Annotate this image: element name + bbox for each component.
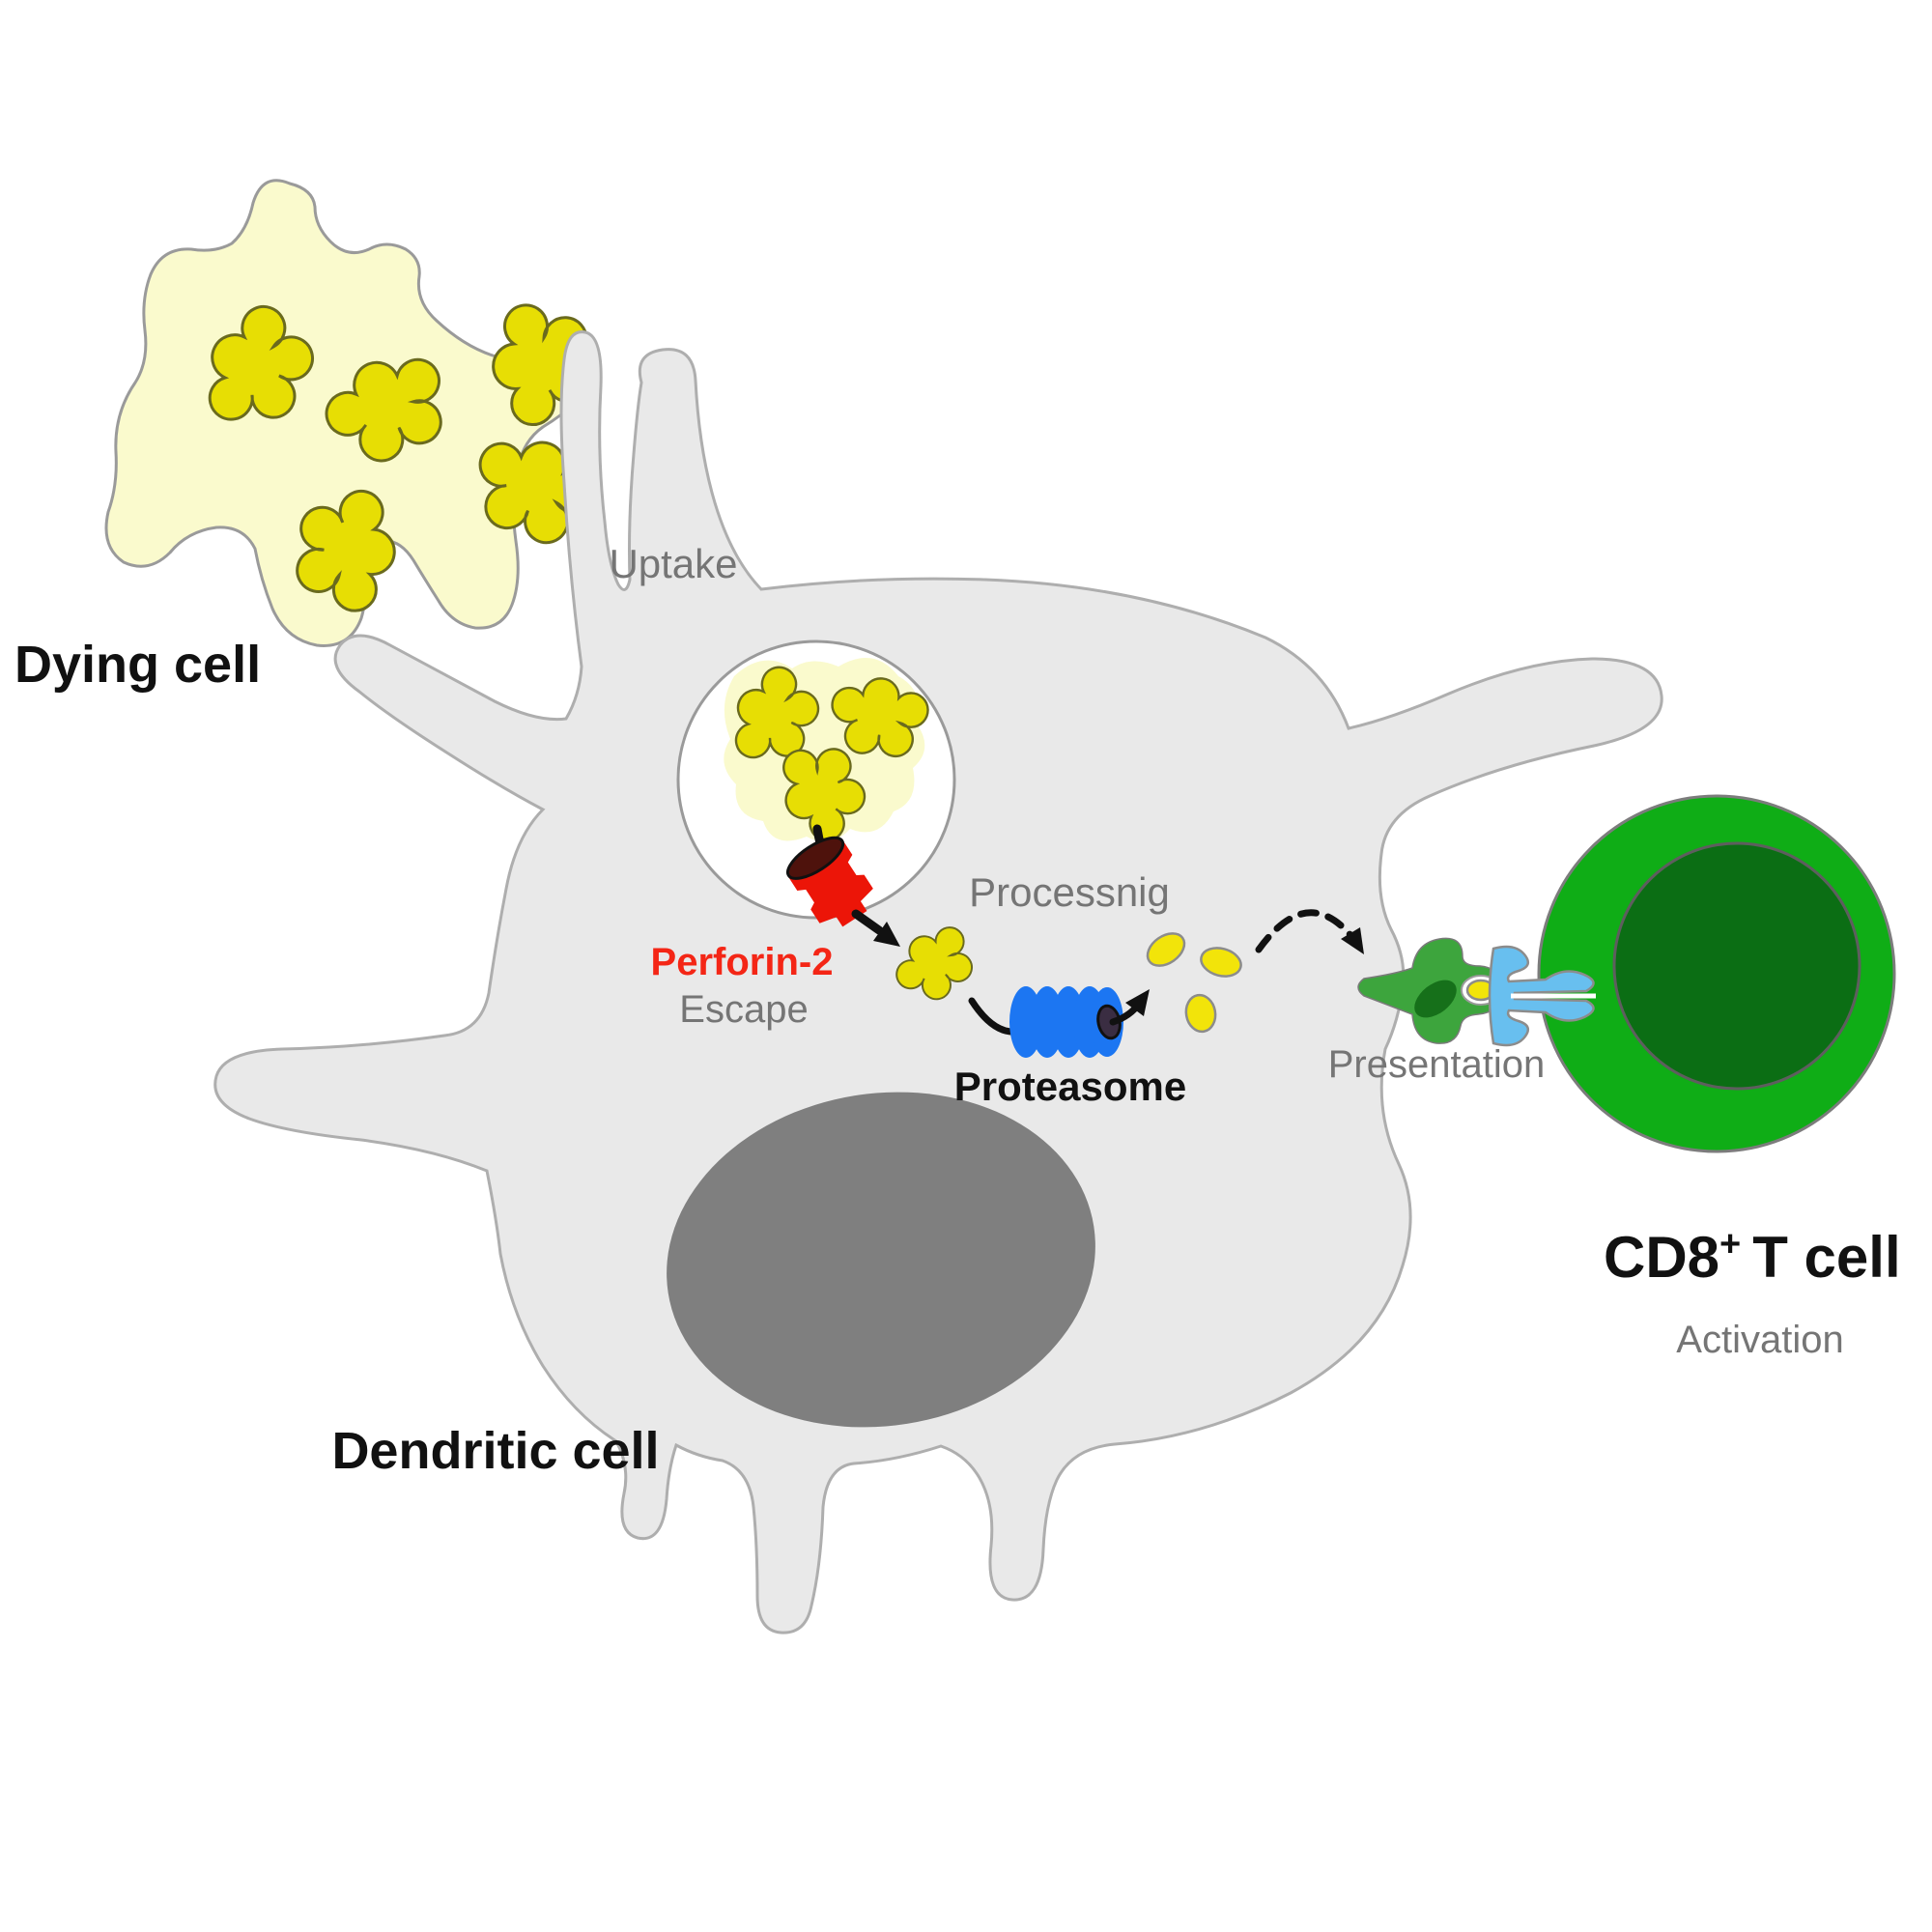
label-escape: Escape: [679, 988, 808, 1031]
peptide: [1146, 932, 1186, 967]
label-processing: Processnig: [969, 869, 1170, 915]
cd8-rest: T cell: [1752, 1225, 1900, 1290]
perforin-opening: [785, 836, 845, 880]
peptides: [1146, 932, 1242, 1034]
label-cd8-t-cell: CD8+ T cell: [1604, 1224, 1901, 1290]
perforin-pore-icon: [785, 836, 873, 927]
label-activation: Activation: [1676, 1319, 1843, 1361]
label-dendritic-cell: Dendritic cell: [331, 1422, 659, 1480]
transfer-arrowhead: [1341, 927, 1364, 954]
label-presentation: Presentation: [1328, 1043, 1546, 1086]
label-uptake: Uptake: [609, 541, 737, 586]
mhc-dark-domain: [1414, 980, 1457, 1018]
escape-arrow: [851, 909, 884, 935]
label-proteasome: Proteasome: [954, 1064, 1186, 1109]
proteasome-icon: [1009, 986, 1123, 1058]
label-dying-cell: Dying cell: [14, 636, 261, 694]
label-perforin-2: Perforin-2: [651, 941, 834, 983]
escape-arrowhead: [873, 922, 900, 947]
dendritic-cell-nucleus: [667, 1092, 1095, 1428]
proteasome-exit-arrowhead: [1125, 989, 1150, 1016]
cd8-superscript: +: [1719, 1224, 1741, 1264]
transfer-dashed-arrow: [1255, 909, 1354, 953]
t-cell-nucleus: [1612, 841, 1861, 1091]
cd8-base: CD8: [1604, 1225, 1719, 1290]
tcr-molecule: [1488, 945, 1595, 1047]
peptide: [1200, 947, 1242, 978]
peptide: [1184, 993, 1217, 1034]
